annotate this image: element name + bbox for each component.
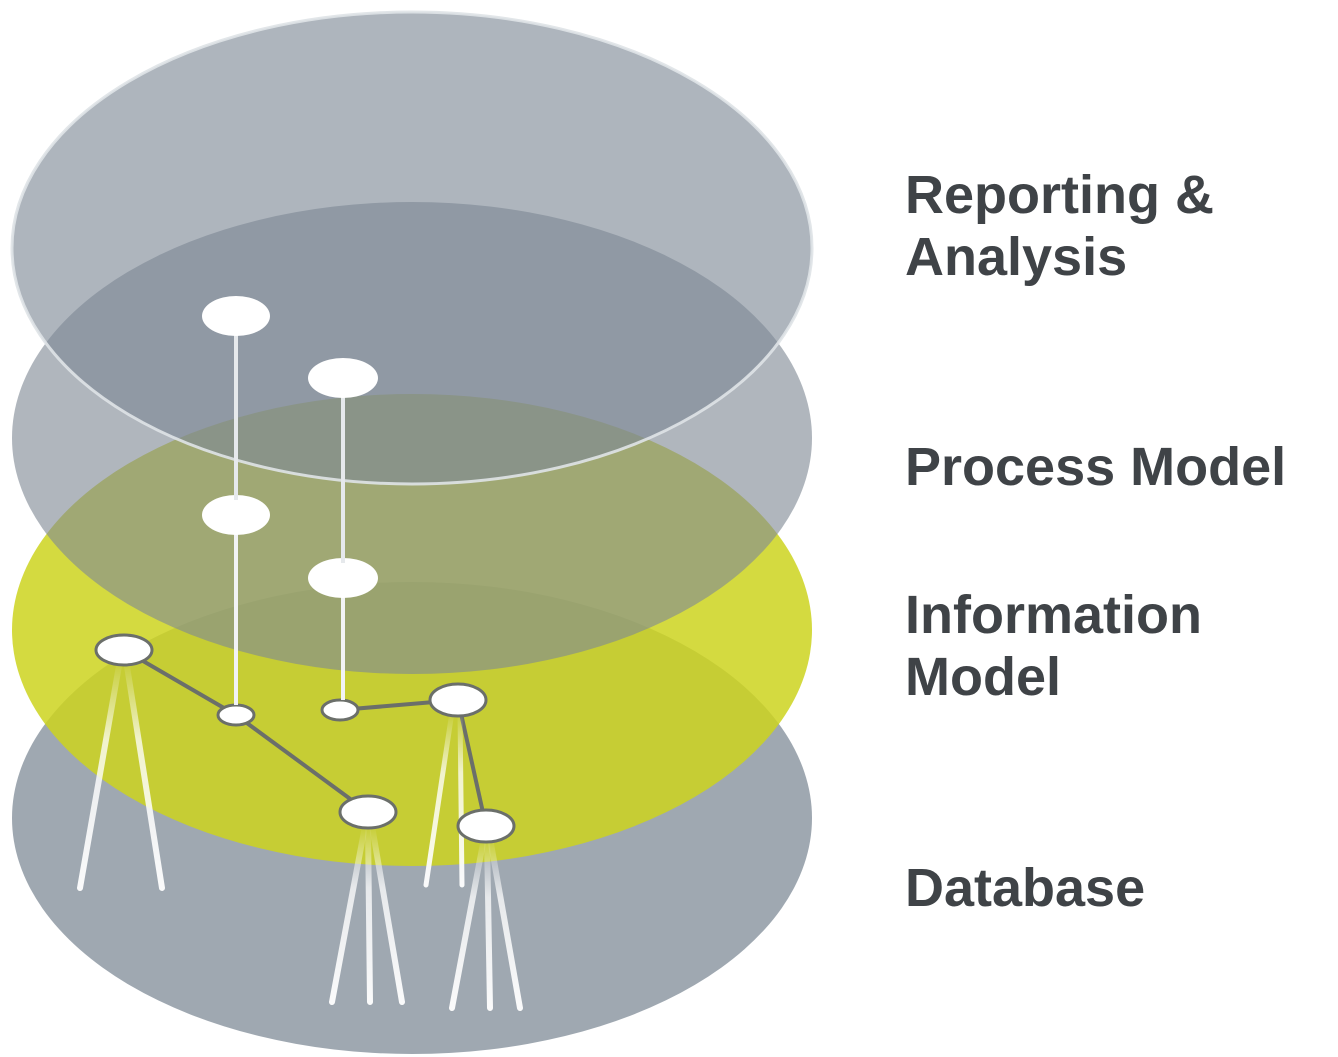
beam	[484, 835, 493, 1011]
info-node	[320, 698, 360, 722]
beam	[449, 835, 487, 1011]
network-edge	[456, 699, 488, 827]
beam	[457, 709, 465, 888]
reporting-to-process-links	[234, 316, 345, 563]
network-edge	[234, 713, 370, 814]
info-node	[338, 794, 398, 830]
label-information-model: Information Model	[905, 585, 1202, 707]
label-database: Database	[905, 858, 1146, 918]
label-reporting-analysis: Reporting & Analysis	[905, 165, 1214, 287]
reporting-node	[202, 296, 270, 336]
reporting-layer-rim	[10, 10, 814, 486]
info-node	[94, 633, 154, 667]
info-node	[428, 682, 488, 718]
process-nodes	[202, 495, 378, 598]
info-node	[216, 703, 256, 727]
beam	[77, 657, 123, 891]
info-node	[456, 808, 516, 844]
reporting-nodes	[202, 296, 378, 398]
process-node	[308, 558, 378, 598]
reporting-node	[308, 358, 378, 398]
process-node	[202, 495, 270, 535]
database-beams	[77, 657, 523, 1011]
beam	[487, 835, 523, 1011]
beam	[423, 709, 455, 888]
beam	[329, 823, 368, 1005]
beam	[369, 823, 405, 1005]
reporting-layer-disk	[12, 12, 812, 484]
beam	[365, 823, 373, 1005]
label-process-model: Process Model	[905, 437, 1287, 497]
process-to-information-links	[234, 515, 345, 705]
beam	[123, 657, 165, 891]
